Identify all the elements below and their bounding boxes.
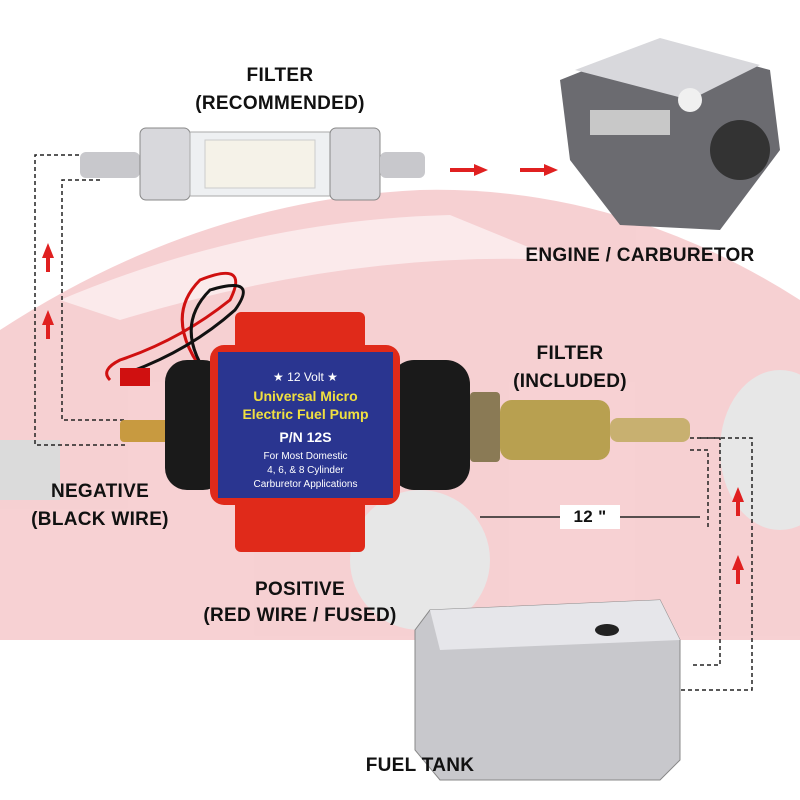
pump-wires — [105, 271, 245, 386]
pump-name-2: Electric Fuel Pump — [242, 406, 369, 422]
label-negative-line1: NEGATIVE — [50, 481, 150, 502]
label-negative-line2: (BLACK WIRE) — [31, 509, 169, 530]
pump-voltage: ★ 12 Volt ★ — [273, 370, 338, 384]
label-filter-recommended-line2: (RECOMMENDED) — [195, 93, 365, 114]
fuel-tank-image — [414, 599, 681, 781]
pump-name-1: Universal Micro — [253, 388, 358, 404]
label-filter-recommended-line1: FILTER — [246, 65, 314, 86]
pump-desc-2: 4, 6, & 8 Cylinder — [267, 465, 344, 476]
label-filter-included-line1: FILTER — [536, 343, 604, 364]
pump-part-number: P/N 12S — [279, 429, 332, 445]
label-filter-included-line2: (INCLUDED) — [513, 371, 627, 392]
label-positive-line1: POSITIVE — [254, 579, 346, 600]
flow-arrows — [42, 164, 744, 584]
pump-desc-3: Carburetor Applications — [253, 479, 358, 490]
inline-filter-recommended — [80, 127, 425, 201]
engine-image — [560, 38, 780, 230]
label-positive-line2: (RED WIRE / FUSED) — [203, 605, 397, 626]
label-fuel-tank: FUEL TANK — [365, 755, 475, 776]
pump-desc-1: For Most Domestic — [263, 451, 348, 462]
inline-filter-included — [470, 392, 690, 462]
label-engine: ENGINE / CARBURETOR — [525, 245, 755, 266]
fuse-holder — [120, 368, 150, 386]
fuel-pump — [120, 312, 470, 552]
dimension-label: 12 " — [560, 505, 620, 529]
